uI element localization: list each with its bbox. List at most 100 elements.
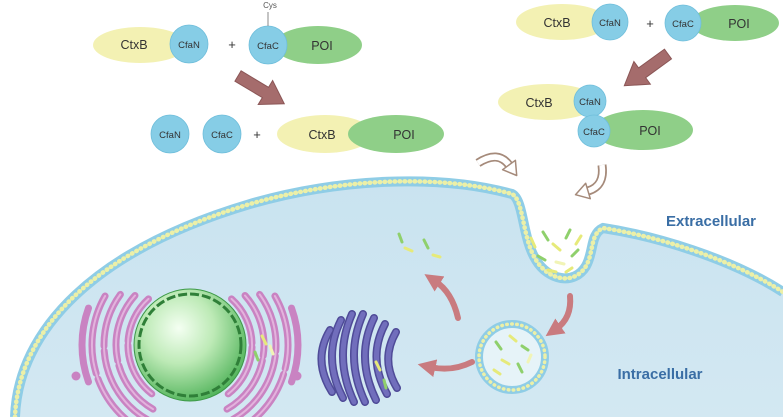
er-highlight <box>91 295 126 417</box>
extracellular-label: Extracellular <box>666 213 756 230</box>
golgi-cisterna-fill <box>351 311 368 405</box>
golgi-fill <box>319 311 400 405</box>
precursor-left: Cys CtxB CfaN + CfaC POI <box>93 1 362 65</box>
cfan-label: CfaN <box>599 18 621 29</box>
upward-release-arrow <box>424 274 461 321</box>
cargo-rod <box>564 266 574 274</box>
cargo-rod <box>508 334 518 343</box>
assembled-complex: CtxB CfaN CfaC POI <box>498 84 693 150</box>
cargo-rod <box>422 238 430 250</box>
er-highlight <box>227 297 254 395</box>
ctxb-domain <box>516 4 608 40</box>
cargo-particles <box>253 228 583 390</box>
membrane-lipid-heads <box>12 179 783 417</box>
uptake-arrow-left <box>475 152 518 177</box>
cfan-label: CfaN <box>579 97 601 108</box>
precursor-right: CtxB CfaN + CfaC POI <box>516 3 779 42</box>
cfac-label: CfaC <box>257 41 279 52</box>
golgi-cisterna-fill <box>340 311 357 405</box>
cleavage-arrow <box>234 70 286 106</box>
ctxb-domain <box>93 27 187 63</box>
cargo-rod <box>382 378 388 390</box>
cargo-rod <box>546 268 558 274</box>
cargo-rod <box>570 248 580 258</box>
cfan-label: CfaN <box>178 40 200 51</box>
endocytic-vesicle <box>475 320 549 394</box>
vesicle-lumen <box>479 324 545 390</box>
golgi-cisterna-fill <box>362 315 379 403</box>
uptake-arrow-left-body <box>476 154 512 167</box>
cargo-rod <box>541 230 550 242</box>
er-highlight <box>226 294 265 411</box>
nuclear-envelope <box>137 292 243 398</box>
nucleus-body <box>133 288 247 402</box>
cargo-rod <box>494 340 503 351</box>
poi-label: POI <box>393 128 415 142</box>
cargo-rod <box>253 350 260 362</box>
cfan-domain <box>591 3 629 41</box>
plus-sign: + <box>228 37 236 52</box>
uptake-arrow-left-head <box>501 159 518 177</box>
ctxb-domain <box>498 84 598 120</box>
trafficking-arrows <box>417 274 574 377</box>
poi-domain <box>274 26 362 64</box>
pit-to-vesicle-arrow <box>545 293 574 337</box>
cfac-label: CfaC <box>211 130 233 141</box>
er-highlight <box>126 297 153 395</box>
assembly-arrow <box>623 48 673 87</box>
uptake-arrow-right-head <box>574 182 592 200</box>
uptake-arrow-right <box>574 164 607 200</box>
poi-label: POI <box>728 17 750 31</box>
cfan-label: CfaN <box>159 130 181 141</box>
ctxb-label: CtxB <box>525 96 552 110</box>
cargo-rod <box>529 236 537 249</box>
poi-domain <box>348 115 444 153</box>
vesicle-to-golgi-arrow <box>417 359 475 377</box>
golgi-cisterna-fill <box>329 317 346 401</box>
er-highlight <box>254 295 289 417</box>
cargo-rod <box>268 344 275 356</box>
er-highlights <box>91 293 289 417</box>
cargo-rod <box>516 362 524 374</box>
cargo-rod <box>536 254 547 262</box>
cfac-domain <box>664 4 702 42</box>
ctxb-label: CtxB <box>308 128 335 142</box>
er-vesicle-dot <box>71 371 81 381</box>
cargo-rod <box>574 234 583 246</box>
uptake-arrow-right-body <box>587 164 606 194</box>
plus-sign: + <box>253 127 261 142</box>
poi-label: POI <box>311 39 333 53</box>
cargo-rod <box>551 242 562 252</box>
cargo-rod <box>500 358 511 366</box>
plus-sign: + <box>646 16 654 31</box>
cargo-rod <box>260 334 268 346</box>
cfac-domain <box>202 114 242 154</box>
er-vesicle-dot <box>292 371 302 381</box>
cargo-rod <box>564 228 572 240</box>
cargo-rod <box>520 344 530 352</box>
vesicle-lipid-heads <box>477 322 547 392</box>
cfan-domain <box>150 114 190 154</box>
golgi-cisterna-fill <box>374 321 390 397</box>
golgi-cisterna-fill <box>385 329 400 391</box>
poi-domain <box>691 5 779 41</box>
er-highlight <box>102 293 146 417</box>
cleavage-products: CfaN CfaC + CtxB POI <box>150 114 444 154</box>
cfan-domain <box>169 24 209 64</box>
ctxb-label: CtxB <box>543 16 570 30</box>
cfac-label: CfaC <box>672 19 694 30</box>
cargo-rod <box>374 360 382 372</box>
cargo-rod <box>403 246 414 253</box>
cargo-rod <box>492 368 502 376</box>
poi-domain <box>593 110 693 150</box>
poi-label: POI <box>639 124 661 138</box>
er-cisterna <box>78 304 92 386</box>
cargo-rod <box>397 232 404 244</box>
cargo-rod <box>554 260 566 266</box>
cys-label: Cys <box>263 1 277 10</box>
cfac-domain <box>577 114 611 148</box>
cfac-label: CfaC <box>583 127 605 138</box>
intracellular-label: Intracellular <box>617 366 702 383</box>
cargo-rod <box>431 253 442 259</box>
